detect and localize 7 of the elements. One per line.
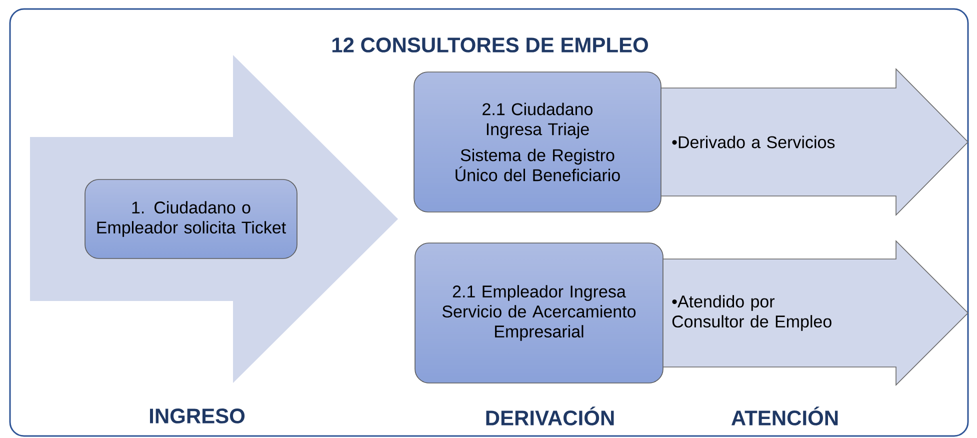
stage-label: ATENCIÓN xyxy=(731,406,838,426)
stage-label: INGRESO xyxy=(150,408,245,424)
process-box: 1. Ciudadano o Empleador solicita Ticket xyxy=(84,179,298,259)
process-box: 2.1 Empleador Ingresa Servicio de Acercamiento Empresarial xyxy=(414,242,664,384)
process-box: 2.1 Ciudadano Ingresa Triaje Sistema de Registro Único del Beneficiario xyxy=(414,72,662,212)
diagram-title: 12 CONSULTORES DE EMPLEO xyxy=(332,38,648,52)
stage-label: DERIVACIÓN xyxy=(486,406,614,426)
